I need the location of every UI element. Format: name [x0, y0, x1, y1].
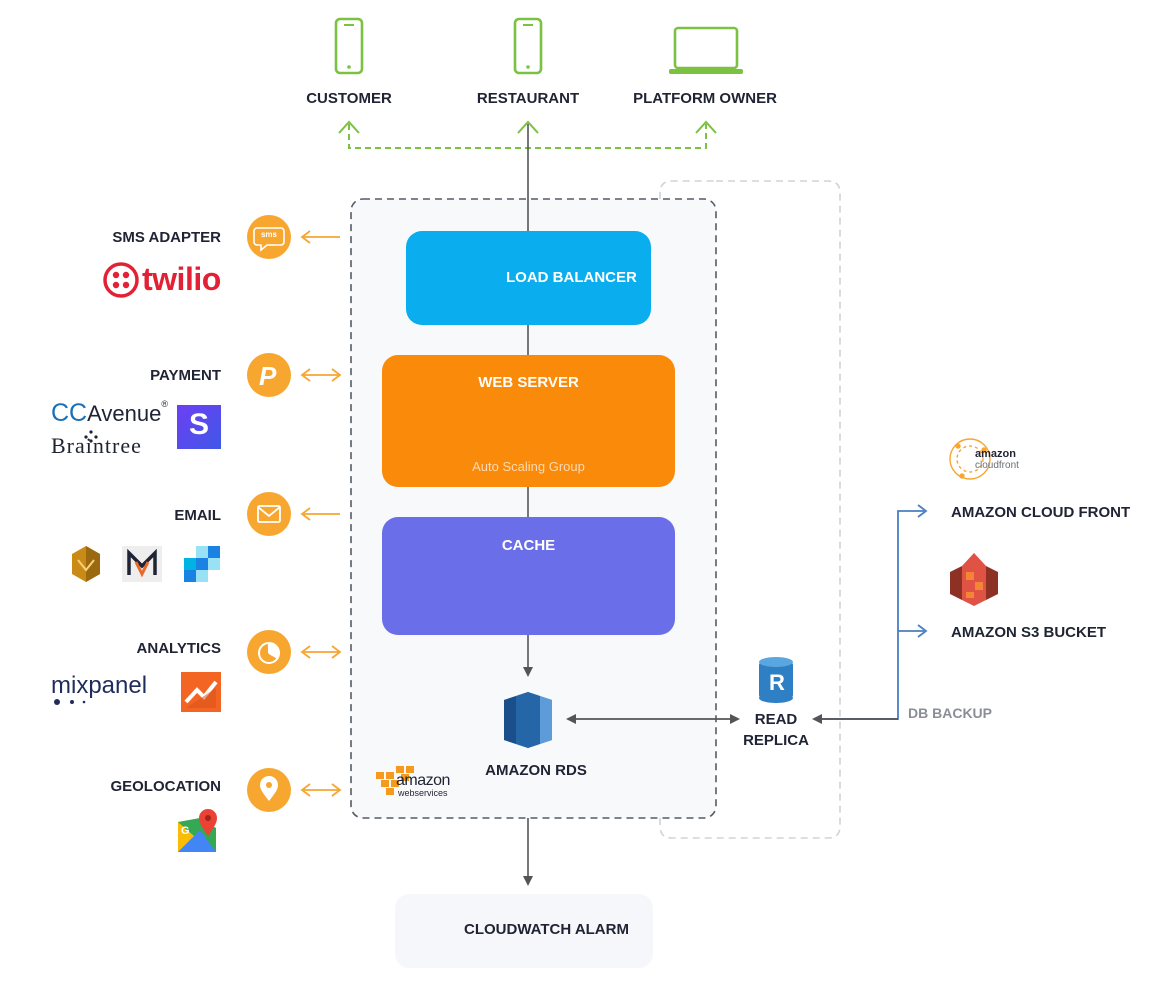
amazon-ses-icon — [72, 546, 100, 582]
sms-adapter-label: SMS ADAPTER — [112, 229, 221, 246]
cloudfront-logo-text: amazon — [975, 448, 1016, 460]
mixpanel-logo: mixpanel — [51, 672, 148, 699]
read-replica-label: READ REPLICA — [743, 709, 809, 751]
load-balancer-label: LOAD BALANCER — [506, 269, 637, 286]
paypal-icon — [247, 353, 291, 397]
email-icon — [247, 492, 291, 536]
load-balancer-box: LOAD BALANCER — [406, 231, 651, 325]
sms-icon — [247, 215, 291, 259]
mailchimp-logo-icon — [122, 546, 162, 582]
analytics-label: ANALYTICS — [136, 640, 221, 657]
email-label: EMAIL — [174, 507, 221, 524]
amazon-rds-label: AMAZON RDS — [485, 762, 587, 779]
laptop-icon — [669, 26, 743, 74]
customer-label: CUSTOMER — [306, 90, 392, 107]
sendgrid-logo-icon — [184, 546, 220, 582]
twilio-wordmark: twilio — [142, 261, 221, 297]
cloudwatch-box: CLOUDWATCH ALARM — [395, 894, 653, 968]
s3-bucket-label: AMAZON S3 BUCKET — [951, 624, 1107, 641]
read-replica-line2: REPLICA — [743, 732, 809, 749]
read-replica-icon — [759, 657, 793, 703]
restaurant-label: RESTAURANT — [476, 90, 580, 107]
paypal-icon-letter: P — [259, 361, 277, 391]
cache-label: CACHE — [501, 537, 556, 554]
braintree-dots-icon — [84, 430, 98, 443]
cloudfront-label: AMAZON CLOUD FRONT — [951, 504, 1131, 521]
google-maps-icon: G — [178, 809, 217, 852]
backup-connector — [820, 504, 928, 720]
aws-logo-icon — [376, 766, 414, 795]
ccavenue-logo: CCAvenue® — [51, 399, 168, 428]
cloudfront-logo-subtext: cloudfront — [975, 460, 1019, 471]
cloudfront-logo-icon — [949, 438, 991, 480]
cloudwatch-label: CLOUDWATCH ALARM — [464, 921, 629, 938]
aws-container — [350, 198, 717, 819]
customer-phone-icon — [334, 17, 364, 75]
platform-owner-label: PLATFORM OWNER — [633, 90, 777, 107]
google-analytics-icon — [181, 672, 221, 712]
ccavenue-avenue: Avenue — [87, 401, 162, 426]
db-backup-label: DB BACKUP — [908, 705, 992, 721]
auto-scaling-label: Auto Scaling Group — [472, 459, 585, 474]
s3-bucket-icon — [950, 553, 998, 606]
web-server-box: WEB SERVER Auto Scaling Group — [382, 355, 675, 487]
read-replica-line1: READ — [754, 711, 798, 728]
ccavenue-registered: ® — [161, 399, 168, 409]
web-server-label: WEB SERVER — [478, 374, 579, 391]
payment-label: PAYMENT — [150, 367, 221, 384]
amazon-rds-icon — [504, 692, 552, 748]
braintree-logo: Braintree — [51, 433, 142, 458]
sms-icon-text: sms — [260, 230, 277, 239]
aws-logo-subtext: webservices — [398, 788, 448, 798]
ccavenue-cc: CC — [51, 399, 88, 427]
restaurant-phone-icon — [513, 17, 543, 75]
analytics-pie-icon — [247, 630, 291, 674]
cache-box: CACHE — [382, 517, 675, 635]
location-pin-icon — [247, 768, 291, 812]
mixpanel-dots-icon — [54, 699, 86, 705]
twilio-logo-icon — [103, 262, 139, 298]
aws-logo-text: amazon — [396, 772, 450, 789]
stripe-logo-icon — [177, 405, 221, 449]
geolocation-label: GEOLOCATION — [110, 778, 221, 795]
replica-region — [659, 180, 841, 839]
svg-text:G: G — [181, 825, 190, 837]
stripe-letter: S — [189, 408, 210, 441]
replica-letter: R — [769, 670, 785, 695]
